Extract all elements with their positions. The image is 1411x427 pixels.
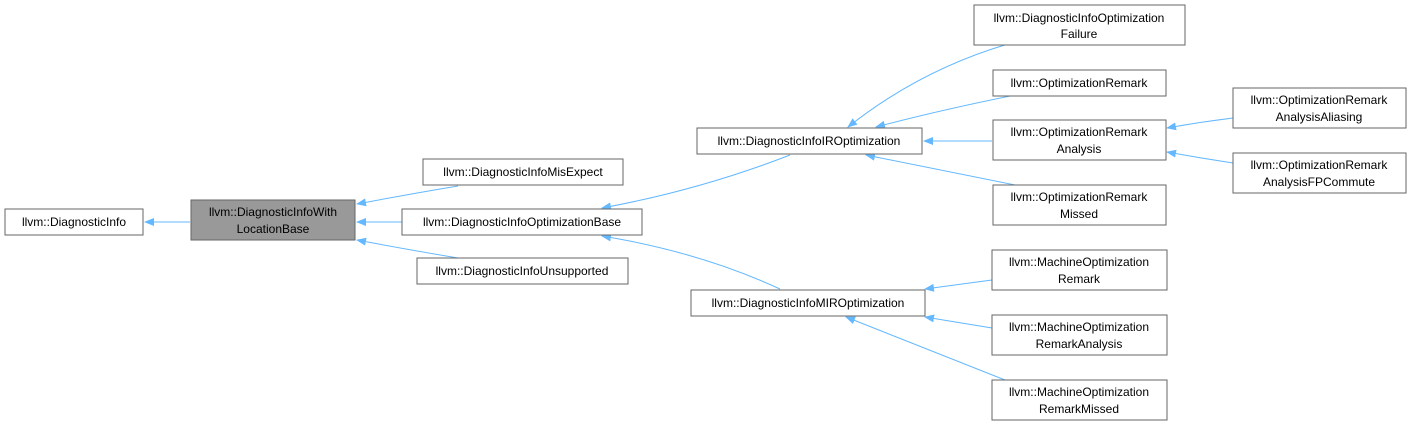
- svg-text:llvm::DiagnosticInfoUnsupporte: llvm::DiagnosticInfoUnsupported: [436, 264, 609, 278]
- node-label-line-1: llvm::OptimizationRemark: [1251, 93, 1389, 107]
- svg-text:RemarkMissed: RemarkMissed: [1039, 402, 1119, 416]
- edge-mora-to-dimiro: [924, 314, 993, 329]
- node-label: llvm::DiagnosticInfo: [22, 215, 126, 229]
- svg-text:Failure: Failure: [1061, 27, 1098, 41]
- svg-text:llvm::OptimizationRemark: llvm::OptimizationRemark: [1251, 93, 1389, 107]
- svg-text:LocationBase: LocationBase: [237, 222, 310, 236]
- node-optimization-remark[interactable]: llvm::OptimizationRemark: [992, 69, 1167, 97]
- svg-text:llvm::OptimizationRemark: llvm::OptimizationRemark: [1011, 125, 1149, 139]
- node-optimization-remark-analysis-aliasing[interactable]: llvm::OptimizationRemark AnalysisAliasin…: [1232, 87, 1407, 129]
- node-diagnostic-info-ir-optimization[interactable]: llvm::DiagnosticInfoIROptimization: [696, 127, 923, 155]
- svg-text:llvm::MachineOptimization: llvm::MachineOptimization: [1009, 255, 1149, 269]
- nodes: llvm::DiagnosticInfo llvm::DiagnosticInf…: [4, 4, 1407, 421]
- edge-orm-to-diiro: [865, 152, 1021, 187]
- node-label: llvm::DiagnosticInfoMisExpect: [443, 165, 603, 179]
- node-label-line-1: llvm::OptimizationRemark: [1011, 190, 1149, 204]
- node-label-line-1: llvm::OptimizationRemark: [1251, 158, 1389, 172]
- edge-orafp-to-ora: [1166, 149, 1234, 164]
- svg-text:llvm::OptimizationRemark: llvm::OptimizationRemark: [1011, 76, 1149, 90]
- node-optimization-remark-missed[interactable]: llvm::OptimizationRemark Missed: [992, 184, 1167, 226]
- node-label: llvm::DiagnosticInfoIROptimization: [718, 134, 901, 148]
- svg-text:llvm::DiagnosticInfo: llvm::DiagnosticInfo: [22, 215, 126, 229]
- node-label-line-2: RemarkAnalysis: [1036, 337, 1123, 351]
- svg-text:llvm::DiagnosticInfoMisExpect: llvm::DiagnosticInfoMisExpect: [443, 165, 603, 179]
- svg-text:llvm::OptimizationRemark: llvm::OptimizationRemark: [1251, 158, 1389, 172]
- svg-text:Remark: Remark: [1058, 272, 1101, 286]
- edges: [144, 43, 1234, 381]
- node-diagnostic-info[interactable]: llvm::DiagnosticInfo: [4, 208, 144, 236]
- svg-text:llvm::MachineOptimization: llvm::MachineOptimization: [1009, 320, 1149, 334]
- edge-dime-to-diwl: [356, 185, 459, 207]
- svg-text:llvm::DiagnosticInfoOptimizati: llvm::DiagnosticInfoOptimization: [994, 11, 1165, 25]
- node-diagnostic-info-optimization-failure[interactable]: llvm::DiagnosticInfoOptimization Failure: [973, 4, 1186, 46]
- node-label-line-1: llvm::DiagnosticInfoOptimization: [994, 11, 1165, 25]
- node-label-line-2: AnalysisAliasing: [1276, 110, 1363, 124]
- node-diagnostic-info-with-location-base: llvm::DiagnosticInfoWith LocationBase: [190, 199, 356, 241]
- node-machine-optimization-remark[interactable]: llvm::MachineOptimization Remark: [991, 249, 1168, 291]
- node-machine-optimization-remark-analysis[interactable]: llvm::MachineOptimization RemarkAnalysis: [991, 314, 1168, 356]
- svg-text:llvm::OptimizationRemark: llvm::OptimizationRemark: [1011, 190, 1149, 204]
- edge-mor-to-dimiro: [924, 279, 993, 292]
- node-optimization-remark-analysis[interactable]: llvm::OptimizationRemark Analysis: [992, 119, 1167, 161]
- svg-text:Missed: Missed: [1060, 207, 1098, 221]
- node-diagnostic-info-unsupported[interactable]: llvm::DiagnosticInfoUnsupported: [416, 257, 629, 285]
- svg-text:Analysis: Analysis: [1057, 142, 1102, 156]
- edge-morm-to-dimiro: [845, 316, 1006, 381]
- node-label: llvm::DiagnosticInfoUnsupported: [436, 264, 609, 278]
- svg-text:llvm::DiagnosticInfoIROptimiza: llvm::DiagnosticInfoIROptimization: [718, 134, 901, 148]
- node-optimization-remark-analysis-fp-commute[interactable]: llvm::OptimizationRemark AnalysisFPCommu…: [1232, 152, 1407, 194]
- node-label-line-1: llvm::MachineOptimization: [1009, 385, 1149, 399]
- node-label-line-2: LocationBase: [237, 222, 310, 236]
- node-label-line-2: Failure: [1061, 27, 1098, 41]
- node-label: llvm::OptimizationRemark: [1011, 76, 1149, 90]
- svg-text:RemarkAnalysis: RemarkAnalysis: [1036, 337, 1123, 351]
- edge-diof-to-diiro: [847, 43, 1009, 128]
- svg-text:AnalysisAliasing: AnalysisAliasing: [1276, 110, 1363, 124]
- node-label-line-2: AnalysisFPCommute: [1263, 175, 1375, 189]
- node-label-line-1: llvm::MachineOptimization: [1009, 320, 1149, 334]
- node-label: llvm::DiagnosticInfoOptimizationBase: [423, 215, 621, 229]
- node-machine-optimization-remark-missed[interactable]: llvm::MachineOptimization RemarkMissed: [991, 379, 1168, 421]
- svg-text:llvm::DiagnosticInfoWith: llvm::DiagnosticInfoWith: [209, 205, 337, 219]
- node-diagnostic-info-mis-expect[interactable]: llvm::DiagnosticInfoMisExpect: [422, 158, 624, 186]
- node-label-line-1: llvm::DiagnosticInfoWith: [209, 205, 337, 219]
- node-label: llvm::DiagnosticInfoMIROptimization: [712, 296, 905, 310]
- node-label-line-2: RemarkMissed: [1039, 402, 1119, 416]
- node-label-line-2: Missed: [1060, 207, 1098, 221]
- edge-diiro-to-diob: [601, 154, 791, 211]
- svg-text:llvm::DiagnosticInfoMIROptimiz: llvm::DiagnosticInfoMIROptimization: [712, 296, 905, 310]
- node-diagnostic-info-mir-optimization[interactable]: llvm::DiagnosticInfoMIROptimization: [690, 289, 926, 317]
- svg-text:llvm::DiagnosticInfoOptimizati: llvm::DiagnosticInfoOptimizationBase: [423, 215, 621, 229]
- node-label-line-1: llvm::OptimizationRemark: [1011, 125, 1149, 139]
- edge-dimiro-to-diob: [601, 233, 781, 290]
- edge-diu-to-diwl: [356, 237, 459, 259]
- node-diagnostic-info-optimization-base[interactable]: llvm::DiagnosticInfoOptimizationBase: [401, 208, 643, 236]
- node-label-line-2: Analysis: [1057, 142, 1102, 156]
- node-label-line-2: Remark: [1058, 272, 1101, 286]
- svg-text:AnalysisFPCommute: AnalysisFPCommute: [1263, 175, 1375, 189]
- edge-or-to-diiro: [875, 93, 1021, 129]
- svg-text:llvm::MachineOptimization: llvm::MachineOptimization: [1009, 385, 1149, 399]
- edge-oraa-to-ora: [1166, 117, 1234, 131]
- node-label-line-1: llvm::MachineOptimization: [1009, 255, 1149, 269]
